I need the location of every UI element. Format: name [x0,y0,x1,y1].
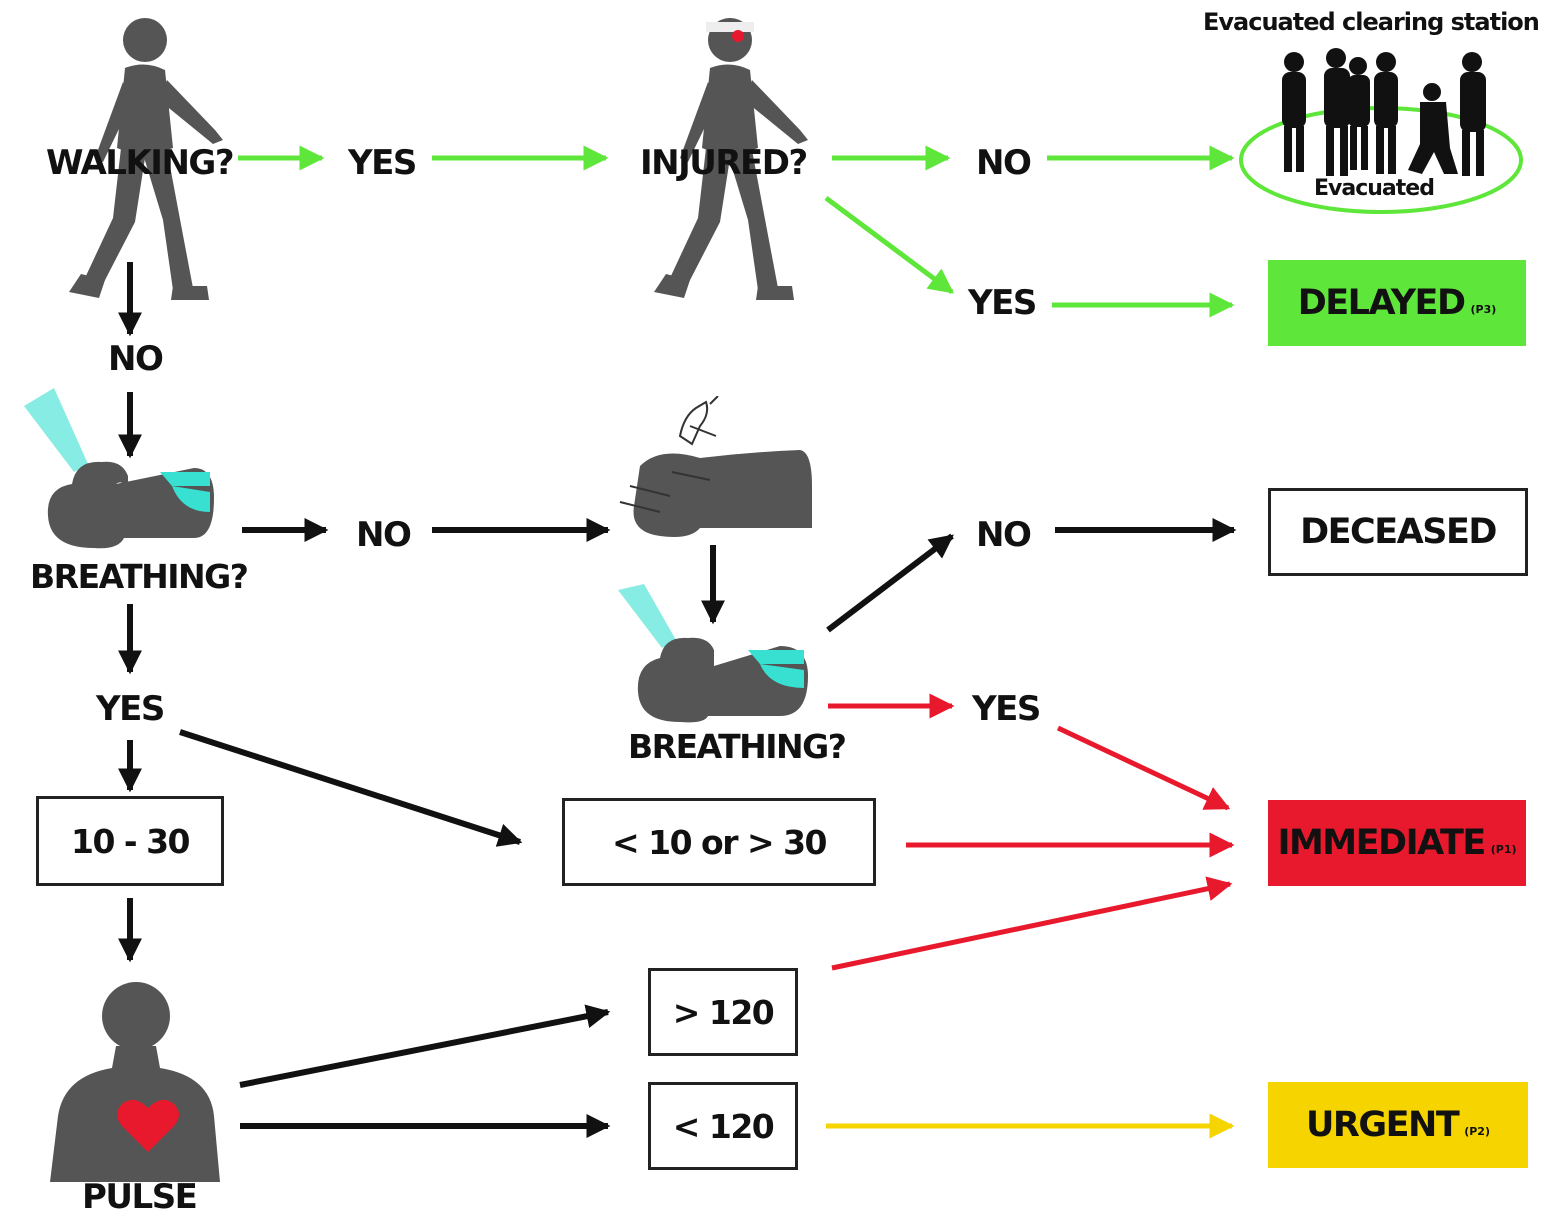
pulse-high-box: > 120 [648,968,798,1056]
walking-person-icon [69,18,223,300]
walking-no-label: NO [108,339,164,379]
airway-opening-icon [619,396,812,537]
breathing2-no-label: NO [976,515,1032,555]
evac-station-title: Evacuated clearing station [1203,8,1540,36]
crowd-icon [1239,48,1523,214]
outcome-deceased: DECEASED [1268,488,1528,576]
outcome-urgent: URGENT (P2) [1268,1082,1528,1168]
outcome-delayed-code: (P3) [1470,302,1497,316]
rate-abnormal-box: < 10 or > 30 [562,798,876,886]
arrow-recheck-no [826,533,954,633]
walking-question: WALKING? [46,143,235,183]
arrow-pulse-high-immediate [831,876,1233,971]
pulse-torso-icon [50,982,220,1182]
arrow-yes-rate-abnormal [179,729,523,847]
breathing2-question: BREATHING? [628,727,847,766]
outcome-immediate-label: IMMEDIATE [1277,823,1486,863]
breathing-check-icon [24,388,214,549]
rate-normal-box: 10 - 30 [36,796,224,886]
breathing-question: BREATHING? [30,557,249,596]
injured-question: INJURED? [640,143,808,183]
outcome-delayed-label: DELAYED [1297,283,1466,323]
breathing-no-label: NO [356,515,412,555]
arrow-yes-immediate [1056,725,1231,811]
heart-icon [117,1099,179,1152]
injured-yes-label: YES [968,283,1037,323]
evacuated-label: Evacuated [1314,176,1435,201]
outcome-immediate-code: (P1) [1490,842,1517,856]
outcome-urgent-label: URGENT [1306,1105,1460,1145]
pulse-low-box: < 120 [648,1082,798,1170]
arrow-pulse-high [239,1004,611,1088]
breathing-recheck-icon [618,584,808,723]
outcome-delayed: DELAYED (P3) [1268,260,1526,346]
walking-yes-label: YES [348,143,417,183]
pulse-label: PULSE [82,1177,198,1217]
outcome-immediate: IMMEDIATE (P1) [1268,800,1526,886]
outcome-urgent-code: (P2) [1464,1124,1490,1138]
outcome-deceased-label: DECEASED [1300,512,1497,552]
breathing2-yes-label: YES [972,689,1041,729]
arrow-injured-yes [824,195,955,295]
injured-no-label: NO [976,143,1032,183]
injured-person-icon [654,18,808,300]
breathing-yes-label: YES [96,689,165,729]
